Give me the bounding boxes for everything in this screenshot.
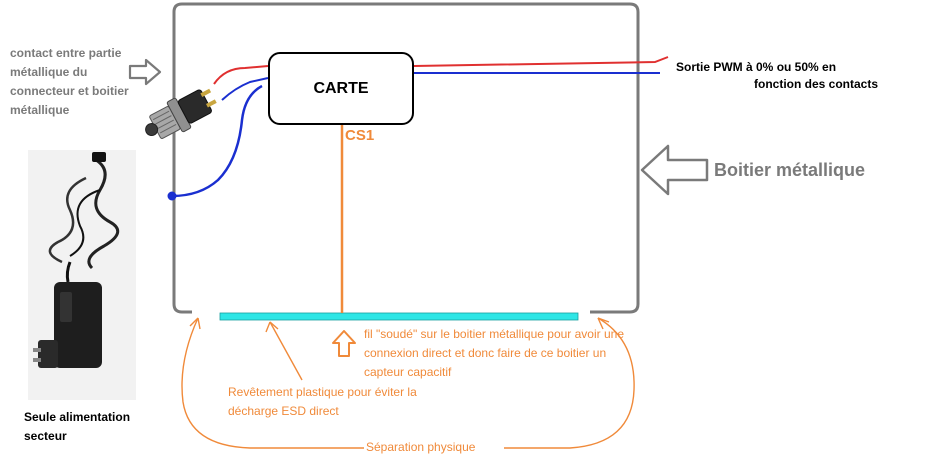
coating-arrow <box>269 321 303 381</box>
contact-note: contact entre partie métallique du conne… <box>10 46 129 117</box>
red-connector-wire <box>213 65 269 85</box>
enclosure-arrow <box>640 144 709 196</box>
coating-note: Revêtement plastique pour éviter la déch… <box>228 385 417 418</box>
contact-arrow <box>128 58 162 86</box>
power-adapter-icon <box>28 150 136 400</box>
cs1-label: CS1 <box>345 127 375 144</box>
separation-label: Séparation physique <box>366 440 476 454</box>
dc-jack-connector-icon <box>145 88 217 139</box>
metal-enclosure <box>172 2 640 314</box>
board-carte: CARTE <box>268 52 414 125</box>
solder-note: fil "soudé" sur le boitier métallique po… <box>364 327 624 379</box>
separation-curve <box>181 317 364 449</box>
ground-wire <box>171 84 263 198</box>
plastic-coating <box>219 312 579 321</box>
pwm-output-label: Sortie PWM à 0% ou 50% en <box>676 60 837 74</box>
pwm-output-label-line2: fonction des contacts <box>754 77 879 91</box>
enclosure-label: Boitier métallique <box>714 160 866 180</box>
ground-point <box>167 191 177 201</box>
blue-connector-wire <box>221 77 269 101</box>
red-output-wire <box>413 56 669 67</box>
power-supply-label: Seule alimentation secteur <box>24 410 131 443</box>
solder-arrow <box>332 330 356 357</box>
